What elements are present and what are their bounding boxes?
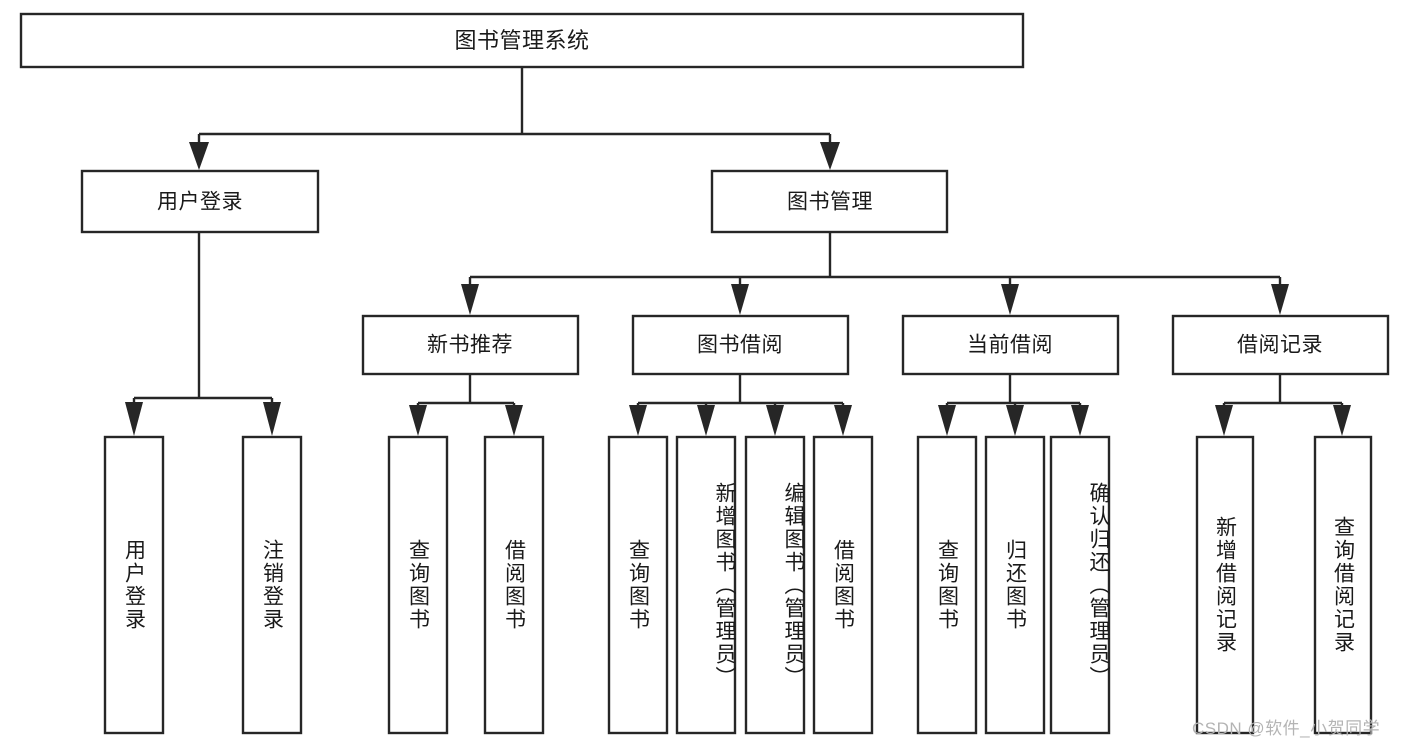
arrow-head-leaf-rec-borrow (505, 405, 523, 436)
node-user-login-label: 用户登录 (157, 191, 243, 214)
node-book-manage-box[interactable] (710, 169, 949, 234)
node-new-book-rec[interactable]: 新书推荐 (361, 314, 580, 376)
node-borrow-record-box[interactable] (1171, 314, 1390, 376)
arrow-head-new-book-rec (461, 284, 479, 315)
connector-group-root (189, 68, 840, 170)
node-leaf-rec-borrow-box[interactable] (483, 435, 545, 735)
node-new-book-rec-box[interactable] (361, 314, 580, 376)
connector-group-new-book-rec (409, 375, 523, 436)
node-leaf-rec-add-box[interactable] (1195, 435, 1255, 735)
node-leaf-borrow-add-box[interactable] (675, 435, 737, 735)
arrow-head-leaf-cur-confirm (1071, 405, 1089, 436)
node-root[interactable]: 图书管理系统 (19, 12, 1025, 69)
node-current-borrow[interactable]: 当前借阅 (901, 314, 1120, 376)
node-leaf-cur-return-box[interactable] (984, 435, 1046, 735)
node-leaf-logout-box[interactable] (241, 435, 303, 735)
node-leaf-rec-query-box[interactable] (387, 435, 449, 735)
arrow-head-book-borrow (731, 284, 749, 315)
node-leaf-borrow-edit-box[interactable] (744, 435, 806, 735)
arrow-head-leaf-rec-search (1333, 405, 1351, 436)
node-current-borrow-box[interactable] (901, 314, 1120, 376)
arrow-head-borrow-record (1271, 284, 1289, 315)
arrow-head-book-manage (820, 142, 840, 170)
node-root-label: 图书管理系统 (454, 28, 589, 53)
node-leaf-cur-query-box[interactable] (916, 435, 978, 735)
arrow-head-user-login (189, 142, 209, 170)
node-user-login[interactable]: 用户登录 (80, 169, 320, 234)
arrow-head-current-borrow (1001, 284, 1019, 315)
node-user-login-box[interactable] (80, 169, 320, 234)
node-leaf-user-login-box[interactable] (103, 435, 165, 735)
node-current-borrow-label: 当前借阅 (967, 334, 1053, 357)
node-leaf-rec-search-box[interactable] (1313, 435, 1373, 735)
arrow-head-leaf-borrow-edit (766, 405, 784, 436)
node-book-manage[interactable]: 图书管理 (710, 169, 949, 234)
connector-group-book-borrow (629, 375, 852, 436)
connector-group-current-borrow (938, 375, 1089, 436)
arrow-head-leaf-rec-query (409, 405, 427, 436)
node-book-borrow-label: 图书借阅 (697, 334, 783, 357)
node-borrow-record[interactable]: 借阅记录 (1171, 314, 1390, 376)
connector-group-book-manage (461, 232, 1289, 315)
node-book-manage-label: 图书管理 (787, 191, 873, 214)
arrow-head-leaf-rec-add (1215, 405, 1233, 436)
arrow-head-leaf-user-login (125, 402, 143, 436)
leaf-boxes-group (103, 435, 1373, 735)
node-book-borrow[interactable]: 图书借阅 (631, 314, 850, 376)
csdn-watermark: CSDN @软件_小贺同学 (1192, 719, 1381, 738)
connector-group-borrow-record (1215, 375, 1351, 436)
arrow-head-leaf-cur-return (1006, 405, 1024, 436)
node-leaf-borrow-query-box[interactable] (607, 435, 669, 735)
node-root-box[interactable] (19, 12, 1025, 69)
node-leaf-cur-confirm-box[interactable] (1049, 435, 1111, 735)
arrow-head-leaf-borrow-add (697, 405, 715, 436)
node-new-book-rec-label: 新书推荐 (427, 334, 513, 357)
arrow-head-leaf-logout (263, 402, 281, 436)
node-book-borrow-box[interactable] (631, 314, 850, 376)
node-borrow-record-label: 借阅记录 (1237, 334, 1323, 357)
arrow-head-leaf-cur-query (938, 405, 956, 436)
node-leaf-borrow-book-box[interactable] (812, 435, 874, 735)
connector-group-user-login (125, 232, 281, 436)
arrow-head-leaf-borrow-query (629, 405, 647, 436)
arrow-head-leaf-borrow-book (834, 405, 852, 436)
